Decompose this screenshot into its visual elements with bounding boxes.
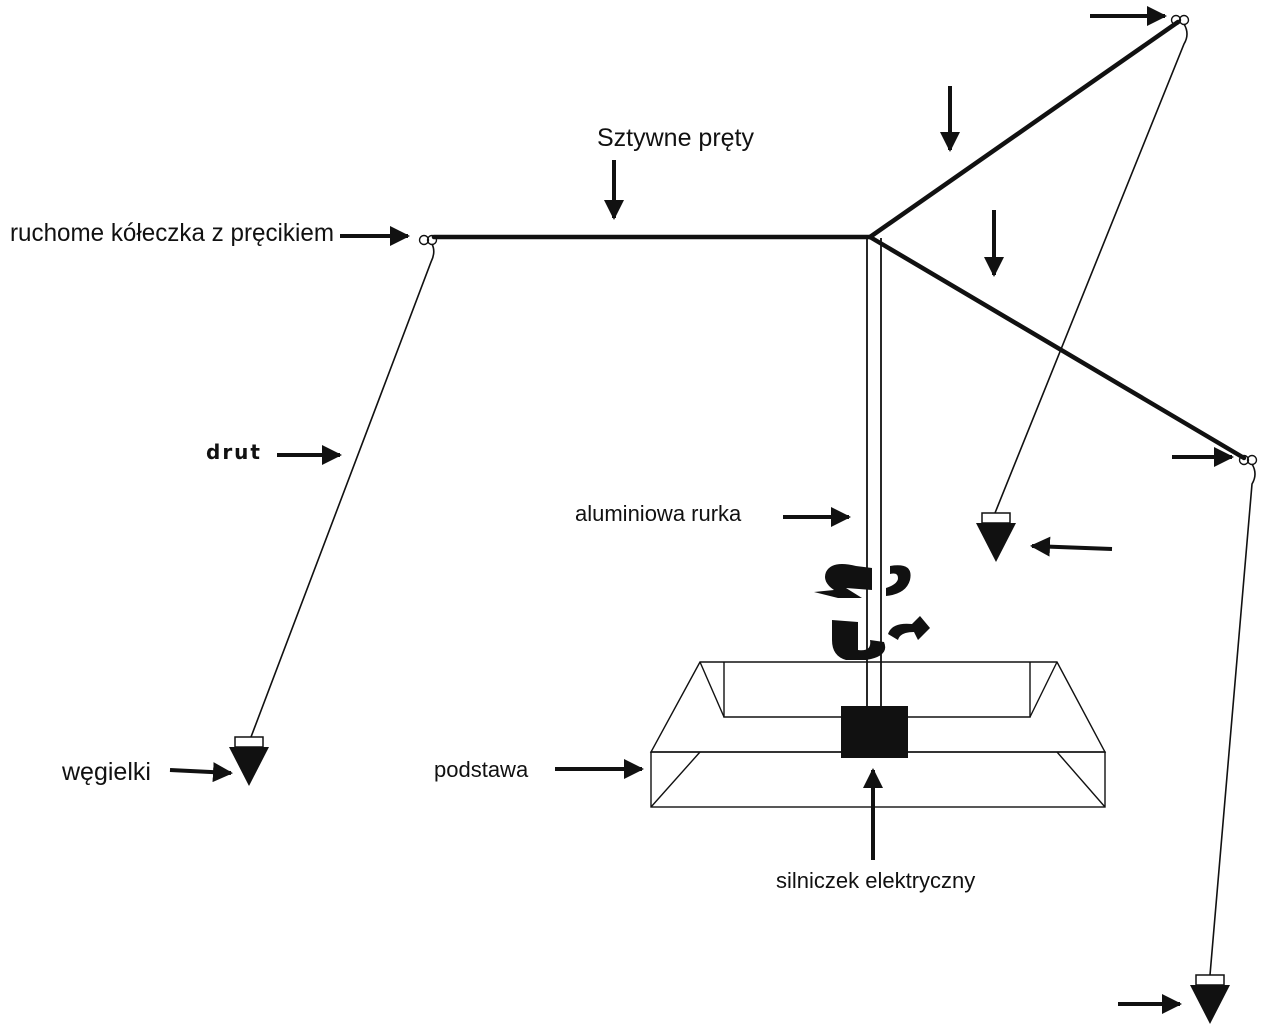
rigid-rods bbox=[431, 19, 1247, 461]
wire-top bbox=[994, 23, 1188, 514]
aluminium-tube bbox=[866, 238, 882, 710]
rotation-arrow-upper bbox=[814, 564, 911, 598]
label-motor: silniczek elektryczny bbox=[776, 868, 975, 893]
wire-right bbox=[1209, 463, 1256, 976]
wire-left bbox=[250, 243, 435, 738]
label-moving-rings: ruchome kółeczka z pręcikiem bbox=[10, 219, 334, 247]
charcoal-weight-right bbox=[1190, 974, 1230, 1024]
rod-right bbox=[867, 234, 1247, 461]
rotation-arrow-lower bbox=[832, 616, 930, 660]
base-box bbox=[649, 661, 1107, 808]
arrow-charcoals bbox=[169, 762, 233, 783]
label-wire: drut bbox=[206, 440, 262, 464]
motor-block bbox=[841, 706, 908, 758]
label-rigid-rods: Sztywne pręty bbox=[597, 124, 755, 152]
arrow-weight-middle bbox=[1030, 536, 1113, 557]
rod-top-right bbox=[867, 19, 1181, 240]
charcoal-weight-middle bbox=[976, 512, 1016, 562]
pointer-arrows bbox=[169, 6, 1234, 1014]
label-charcoals: węgielki bbox=[61, 758, 151, 786]
label-aluminium-tube: aluminiowa rurka bbox=[575, 501, 742, 526]
wires bbox=[250, 23, 1256, 976]
label-base: podstawa bbox=[434, 757, 529, 782]
charcoal-weight-left bbox=[229, 736, 269, 786]
